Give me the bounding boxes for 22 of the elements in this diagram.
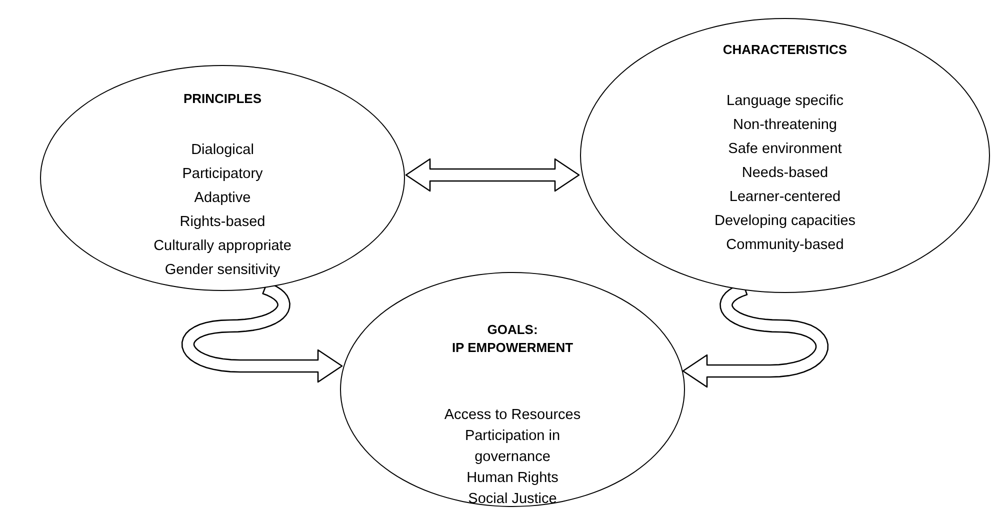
list-item: Dialogical: [191, 141, 254, 160]
list-item: Rights-based: [180, 213, 266, 232]
list-item: Community-based: [726, 236, 844, 255]
ellipse-heading: GOALS:: [487, 321, 538, 339]
list-item: Needs-based: [742, 164, 828, 183]
list-item: Safe environment: [728, 140, 842, 159]
list-item: Learner-centered: [729, 188, 841, 207]
ellipse-heading: CHARACTERISTICS: [722, 41, 848, 59]
list-item: Human Rights: [466, 469, 558, 488]
list-item: Language specific: [726, 92, 844, 111]
double-block-arrow: [405, 158, 580, 192]
list-item: Participation in governance: [464, 427, 562, 467]
list-item: Adaptive: [194, 189, 251, 208]
list-item: Social Justice: [468, 490, 557, 508]
ellipse-heading: PRINCIPLES: [183, 90, 262, 108]
list-item: Non-threatening: [733, 116, 837, 135]
list-item: Access to Resources: [444, 406, 581, 425]
list-item: Developing capacities: [714, 212, 856, 231]
list-item: Participatory: [182, 165, 263, 184]
list-item: Culturally appropriate: [154, 237, 292, 256]
ellipse-heading: IP EMPOWERMENT: [452, 339, 574, 357]
list-item: Gender sensitivity: [164, 261, 280, 280]
